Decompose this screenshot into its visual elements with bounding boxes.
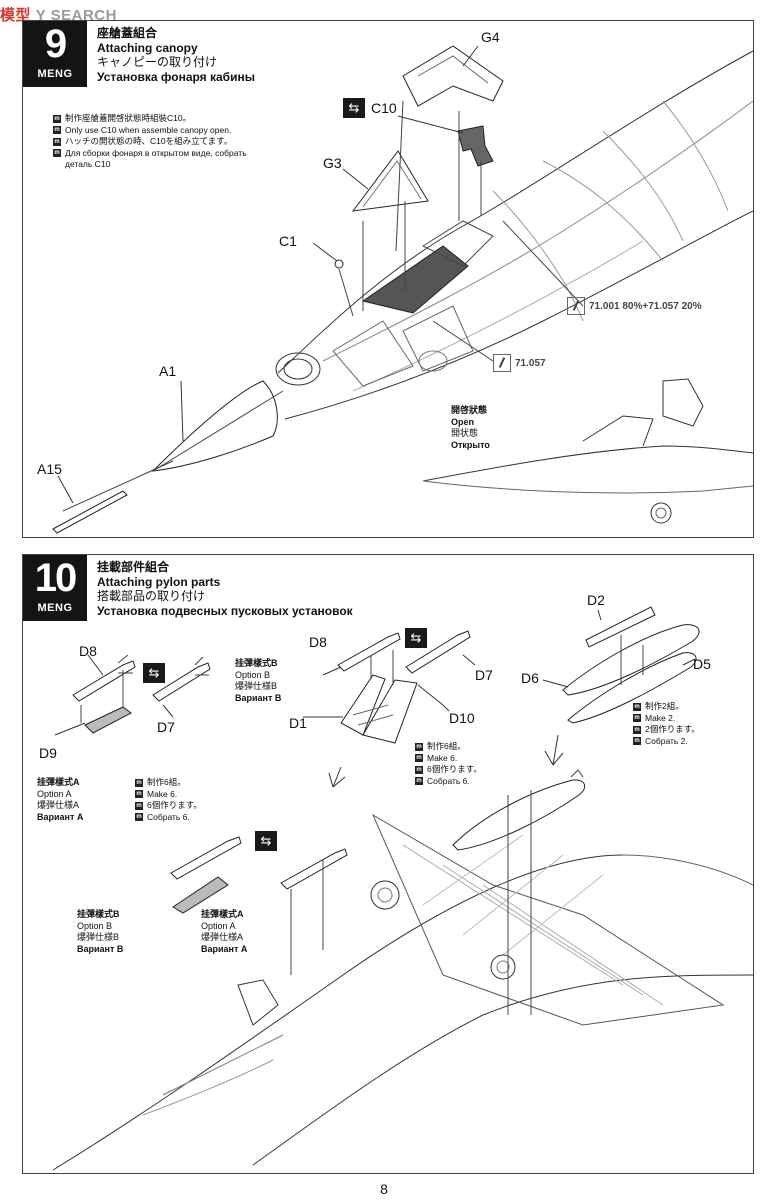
- canopy-assembly-drawing: [23, 21, 753, 537]
- option-a-label-left: 挂彈樣式A Option A 爆弾仕様A Вариант A: [37, 777, 84, 822]
- language-marker-icon: m: [415, 742, 423, 751]
- pylon-assembly-drawing: [23, 555, 753, 1173]
- language-marker-icon: m: [53, 149, 61, 158]
- part-label-d8-left: D8: [79, 643, 97, 659]
- part-label-a1: A1: [159, 363, 177, 379]
- part-label-d2: D2: [587, 592, 605, 608]
- step-number: 9: [44, 22, 67, 66]
- step-10-title: 挂載部件組合 Attaching pylon parts 搭載部品の取り付け У…: [97, 560, 353, 618]
- language-marker-icon: m: [53, 126, 61, 135]
- part-label-c10: C10: [371, 100, 397, 116]
- part-label-g3: G3: [323, 155, 342, 171]
- language-marker-icon: m: [633, 737, 641, 746]
- step-9-title: 座艙蓋組合 Attaching canopy キャノピーの取り付け Устано…: [97, 26, 255, 84]
- language-marker-icon: m: [53, 137, 61, 146]
- brush-icon: [567, 297, 585, 315]
- language-marker-icon: m: [135, 790, 143, 799]
- step-number: 10: [34, 556, 78, 600]
- language-marker-icon: m: [135, 813, 143, 822]
- step-10-badge: 10 MENG: [23, 555, 87, 621]
- open-state-label: 開啓狀態 Open 開状態 Открыто: [451, 405, 490, 450]
- step-9-badge: 9 MENG: [23, 21, 87, 87]
- swap-arrows-icon: ⇆: [343, 98, 365, 118]
- watermark: 模型 Y SEARCH: [0, 7, 117, 24]
- part-label-g4: G4: [481, 29, 500, 45]
- step-10-panel: 10 MENG 挂載部件組合 Attaching pylon parts 搭載部…: [22, 554, 754, 1174]
- part-label-d6: D6: [521, 670, 539, 686]
- swap-arrows-icon: ⇆: [255, 831, 277, 851]
- language-marker-icon: m: [415, 754, 423, 763]
- part-label-d1: D1: [289, 715, 307, 731]
- option-b-label-top: 挂彈樣式B Option B 爆弾仕様B Вариант B: [235, 658, 282, 703]
- language-marker-icon: m: [415, 765, 423, 774]
- language-marker-icon: m: [633, 714, 641, 723]
- part-label-d8-middle: D8: [309, 634, 327, 650]
- step-9-panel: 9 MENG 座艙蓋組合 Attaching canopy キャノピーの取り付け…: [22, 20, 754, 538]
- part-label-d10: D10: [449, 710, 475, 726]
- language-marker-icon: m: [135, 778, 143, 787]
- paint-callout-single: 71.057: [493, 354, 546, 372]
- language-marker-icon: m: [53, 114, 61, 123]
- brand-logo: MENG: [37, 68, 73, 80]
- part-label-d7-left: D7: [157, 719, 175, 735]
- page-number: 8: [380, 1181, 388, 1197]
- part-label-a15: A15: [37, 461, 62, 477]
- language-marker-icon: m: [633, 725, 641, 734]
- language-marker-icon: m: [135, 801, 143, 810]
- language-marker-icon: m: [633, 702, 641, 711]
- paint-callout-mix: 71.001 80%+71.057 20%: [567, 297, 702, 315]
- brush-icon: [493, 354, 511, 372]
- language-marker-icon: m: [415, 777, 423, 786]
- part-label-d7-middle: D7: [475, 667, 493, 683]
- part-label-d5: D5: [693, 656, 711, 672]
- swap-arrows-icon: ⇆: [143, 663, 165, 683]
- brand-logo: MENG: [37, 602, 73, 614]
- part-label-c1: C1: [279, 233, 297, 249]
- option-a-label-bottom: 挂彈樣式A Option A 爆弾仕様A Вариант A: [201, 909, 248, 954]
- option-b-label-bottom: 挂彈樣式B Option B 爆弾仕様B Вариант B: [77, 909, 124, 954]
- part-label-d9: D9: [39, 745, 57, 761]
- swap-arrows-icon: ⇆: [405, 628, 427, 648]
